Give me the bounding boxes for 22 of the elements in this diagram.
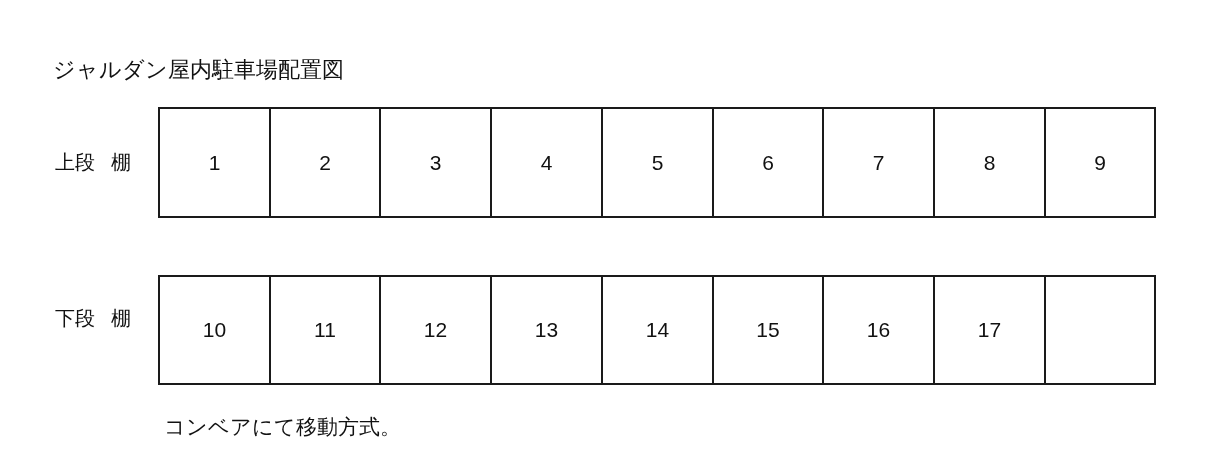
- note-text: コンベアにて移動方式。: [164, 416, 401, 438]
- parking-bay: 10: [158, 275, 271, 385]
- row-label: 上段 棚: [55, 152, 132, 172]
- row-label: 下段 棚: [55, 308, 132, 328]
- parking-bay: 4: [490, 107, 603, 218]
- parking-bay: 8: [933, 107, 1046, 218]
- parking-bay: 13: [490, 275, 603, 385]
- diagram-title: ジャルダン屋内駐車場配置図: [53, 59, 344, 81]
- parking-bay: 3: [379, 107, 492, 218]
- parking-bay: 16: [822, 275, 935, 385]
- parking-bay: [1044, 275, 1156, 385]
- parking-bay: 11: [269, 275, 381, 385]
- parking-bay: 12: [379, 275, 492, 385]
- parking-bay: 9: [1044, 107, 1156, 218]
- parking-bay: 2: [269, 107, 381, 218]
- parking-bay: 15: [712, 275, 824, 385]
- parking-bay: 17: [933, 275, 1046, 385]
- parking-bay: 5: [601, 107, 714, 218]
- parking-bay: 1: [158, 107, 271, 218]
- parking-bay: 6: [712, 107, 824, 218]
- parking-bay: 14: [601, 275, 714, 385]
- parking-bay: 7: [822, 107, 935, 218]
